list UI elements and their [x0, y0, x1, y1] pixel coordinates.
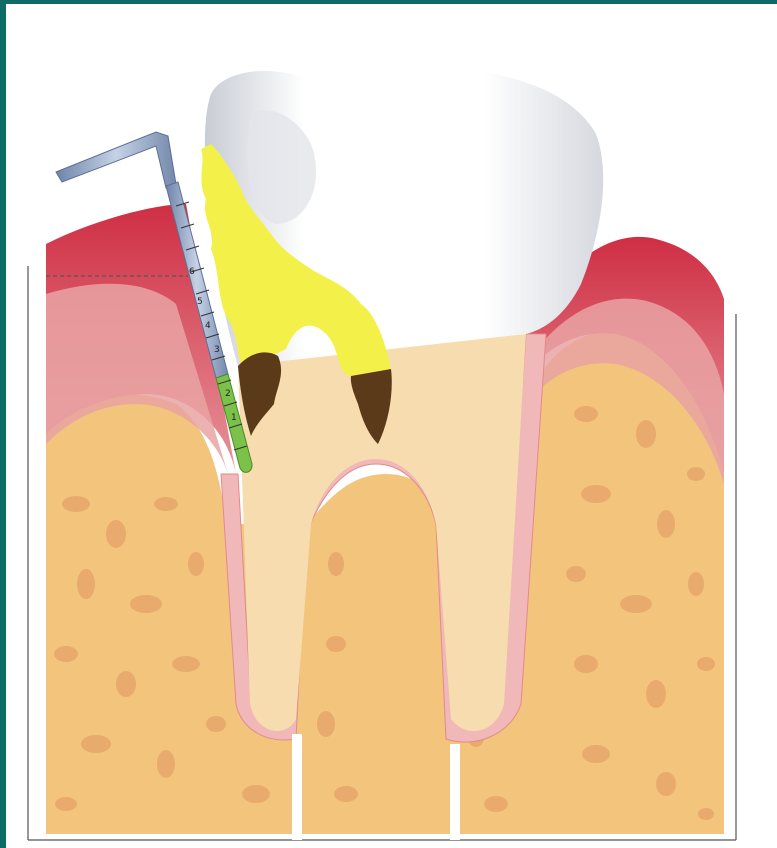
diagram-canvas: 1 2 3 4 5 6: [6, 4, 777, 848]
probe-mark-3: 3: [214, 345, 220, 355]
periodontal-pocket-diagram: 1 2 3 4 5 6: [6, 4, 777, 848]
root-canal-gap-right: [450, 744, 460, 840]
probe-mark-6: 6: [189, 267, 195, 277]
root-canal-gap-left: [292, 734, 302, 840]
probe-handle: [56, 132, 176, 188]
probe-mark-2: 2: [225, 389, 231, 399]
probe-mark-4: 4: [205, 321, 211, 331]
probe-mark-1: 1: [231, 413, 237, 423]
probe-mark-5: 5: [197, 297, 203, 307]
